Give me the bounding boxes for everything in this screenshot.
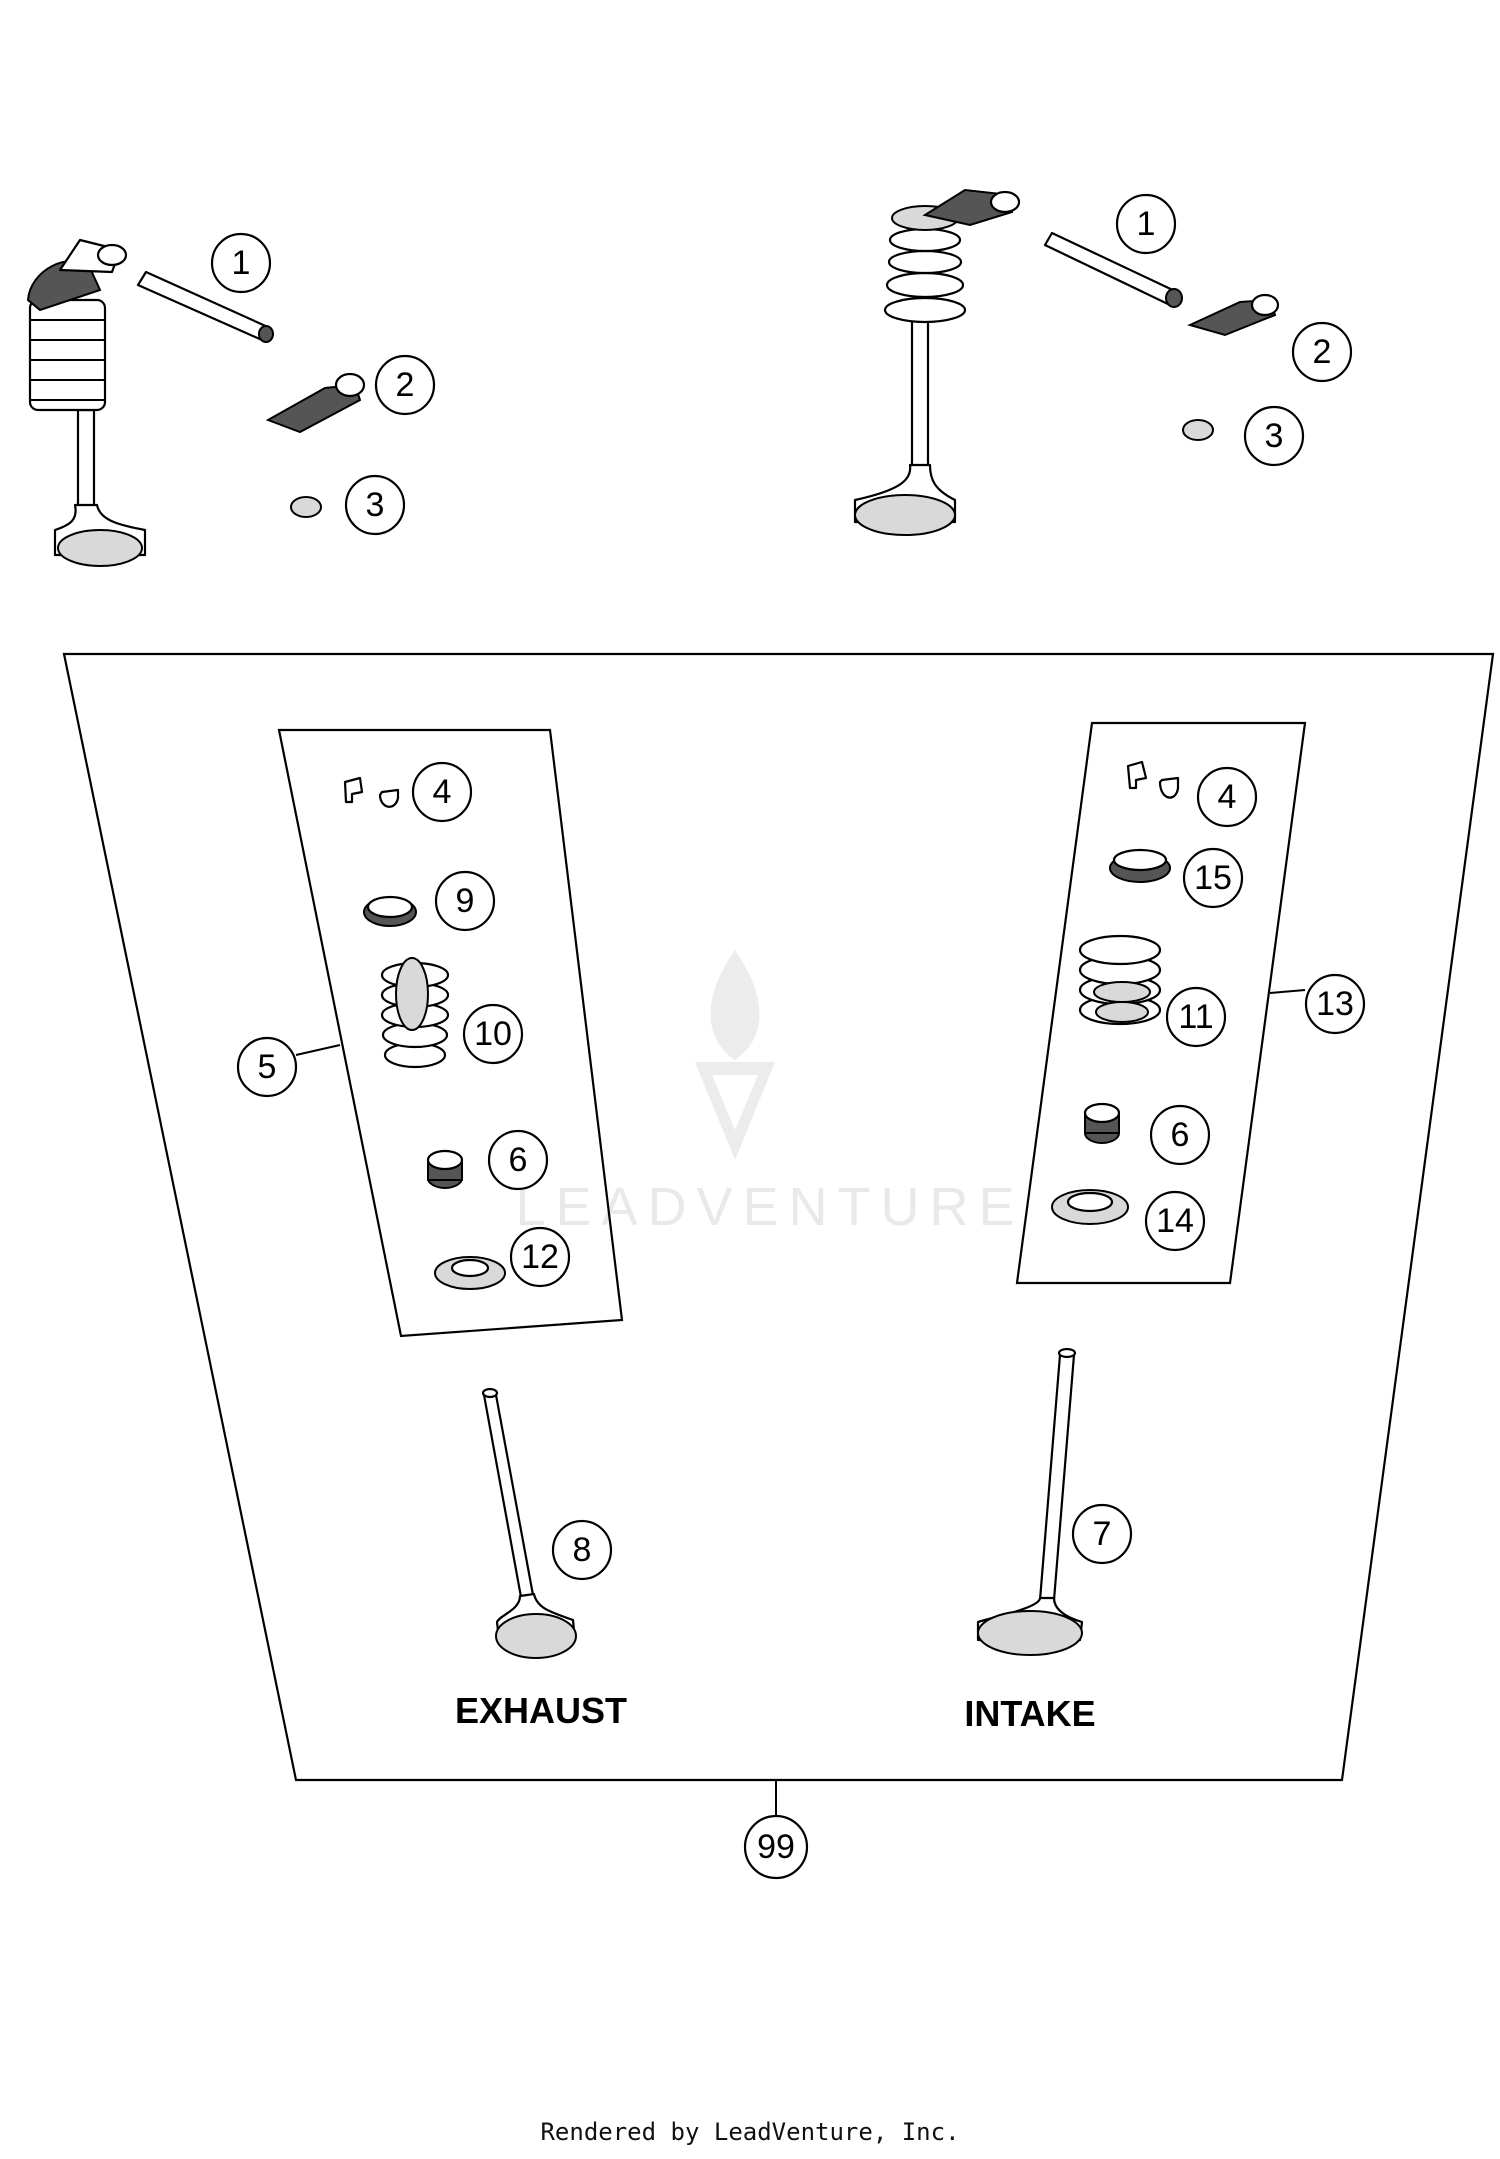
svg-text:12: 12 — [521, 1238, 559, 1276]
watermark-text: LEADVENTURE — [515, 1177, 1024, 1237]
callout-10: 10 — [462, 1003, 524, 1065]
callout-4-exhaust: 4 — [411, 761, 473, 823]
svg-text:15: 15 — [1194, 859, 1232, 897]
callout-4-intake: 4 — [1196, 766, 1258, 828]
svg-text:13: 13 — [1316, 985, 1354, 1023]
intake-kit-parts — [1051, 760, 1180, 1225]
svg-text:11: 11 — [1178, 998, 1213, 1036]
callout-6-intake: 6 — [1149, 1104, 1211, 1166]
intake-valve — [976, 1347, 1084, 1656]
exhaust-valve — [481, 1387, 577, 1659]
callout-3-left: 3 — [344, 474, 406, 536]
svg-text:5: 5 — [258, 1048, 277, 1086]
callout-2-right: 2 — [1291, 321, 1353, 383]
left-rocker-assembly — [26, 238, 366, 567]
callout-11: 11 — [1165, 986, 1227, 1048]
svg-text:3: 3 — [366, 486, 385, 524]
exhaust-kit-parts — [343, 776, 506, 1290]
set-frame — [62, 652, 1495, 1782]
callout-6-exhaust: 6 — [487, 1129, 549, 1191]
callout-99: 99 — [743, 1814, 809, 1880]
callout-5: 5 — [236, 1036, 298, 1098]
callout-14: 14 — [1144, 1190, 1206, 1252]
svg-text:7: 7 — [1093, 1515, 1112, 1553]
callout-12: 12 — [509, 1226, 571, 1288]
svg-text:2: 2 — [396, 366, 415, 404]
svg-text:99: 99 — [757, 1828, 795, 1866]
exhaust-kit-frame — [277, 728, 624, 1338]
svg-text:8: 8 — [573, 1531, 592, 1569]
leadventure-watermark: LEADVENTURE — [515, 950, 1024, 1237]
callout-2-left: 2 — [374, 354, 436, 416]
exhaust-label: EXHAUST — [455, 1690, 627, 1731]
svg-text:14: 14 — [1156, 1202, 1194, 1240]
callout-7: 7 — [1071, 1503, 1133, 1565]
svg-text:1: 1 — [232, 244, 251, 282]
svg-text:10: 10 — [474, 1015, 512, 1053]
svg-text:6: 6 — [509, 1141, 528, 1179]
callout-1-right: 1 — [1115, 193, 1177, 255]
right-rocker-assembly — [853, 188, 1280, 536]
svg-text:6: 6 — [1171, 1116, 1190, 1154]
svg-text:9: 9 — [456, 882, 475, 920]
callout-13: 13 — [1304, 973, 1366, 1035]
intake-kit-frame — [1015, 721, 1307, 1285]
svg-text:2: 2 — [1313, 333, 1332, 371]
svg-text:4: 4 — [433, 773, 452, 811]
svg-text:1: 1 — [1137, 205, 1156, 243]
callout-3-right: 3 — [1243, 405, 1305, 467]
callout-8: 8 — [551, 1519, 613, 1581]
callout-1-left: 1 — [210, 232, 272, 294]
callout-9: 9 — [434, 870, 496, 932]
callout-15: 15 — [1182, 847, 1244, 909]
svg-text:3: 3 — [1265, 417, 1284, 455]
footer-credit: Rendered by LeadVenture, Inc. — [540, 2118, 959, 2146]
svg-text:4: 4 — [1218, 778, 1237, 816]
intake-label: INTAKE — [964, 1693, 1095, 1734]
